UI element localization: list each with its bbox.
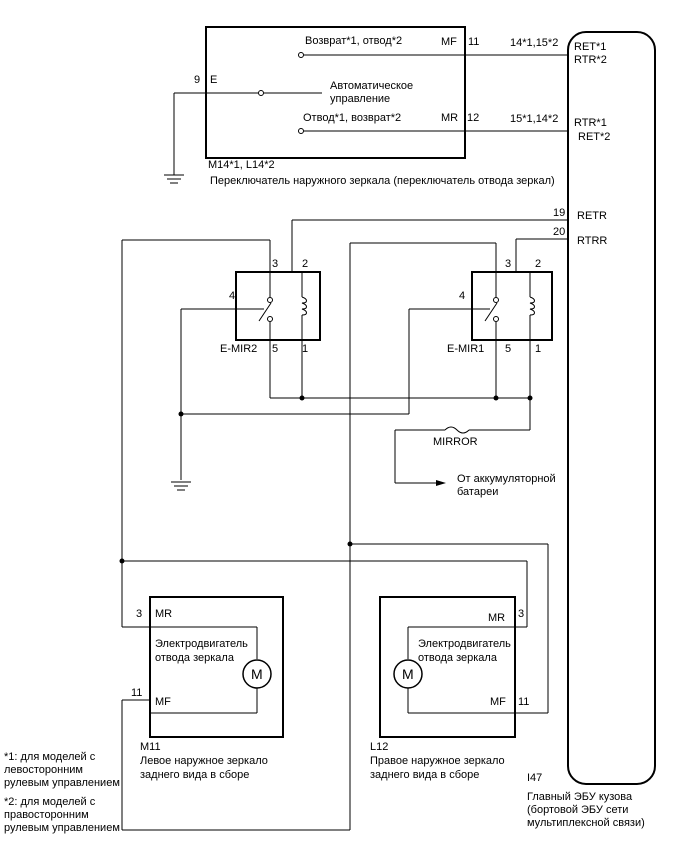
relay-e-mir1-box: [471, 271, 553, 341]
wire-pin-19: 19: [553, 207, 565, 219]
ecu-retr: RETR: [577, 210, 607, 222]
switch-contact-common: [258, 90, 264, 96]
right-mirror-code: L12: [370, 741, 388, 753]
note-1-line-1: *1: для моделей с: [4, 751, 96, 763]
arrow-icon: [436, 480, 446, 486]
relay-e-mir2-box: [235, 271, 321, 341]
ground-symbol-relays: [171, 481, 191, 491]
switch-pin-mr: MR: [441, 112, 458, 124]
junction-dot: [299, 395, 305, 401]
left-motor-label-2: отвода зеркала: [155, 652, 235, 664]
right-mirror-name-2: заднего вида в сборе: [370, 769, 479, 781]
right-pin-11: 11: [518, 696, 529, 708]
wire-bottom-pins: 15*1,14*2: [510, 113, 558, 125]
switch-code: M14*1, L14*2: [208, 159, 275, 171]
fuse-name: MIRROR: [433, 436, 478, 448]
switch-pin-mf: MF: [441, 36, 457, 48]
note-2-line-3: рулевым управлением: [4, 822, 120, 834]
left-mirror-name-2: заднего вида в сборе: [140, 769, 249, 781]
relay-e-mir2: 3 2 4 5 1 E-MIR2: [220, 258, 321, 355]
left-mirror-name-1: Левое наружное зеркало: [140, 755, 268, 767]
wire-pin-20: 20: [553, 226, 565, 238]
ecu-code: I47: [527, 772, 542, 784]
fuse-symbol: [444, 426, 470, 434]
relay-e-mir1: 3 2 4 5 1 E-MIR1: [447, 258, 553, 355]
note-1-line-3: рулевым управлением: [4, 777, 120, 789]
junction-dot: [178, 411, 184, 417]
mirror-switch-block: Возврат*1, отвод*2 MF 11 9 E Автоматичес…: [174, 26, 568, 187]
right-motor-label-2: отвода зеркала: [418, 652, 498, 664]
relay2-pin-1: 1: [302, 343, 308, 355]
ecu-name-3: мультиплексной связи): [527, 817, 645, 829]
switch-pin-12: 12: [467, 112, 479, 124]
junction-dot: [493, 395, 499, 401]
note-2-line-1: *2: для моделей с: [4, 796, 96, 808]
ecu-rtr1: RTR*1: [574, 117, 607, 129]
left-motor-label-1: Электродвигатель: [155, 638, 248, 650]
ecu-rtr2: RTR*2: [574, 54, 607, 66]
relay2-pin-5: 5: [272, 343, 278, 355]
relay1-pin-2: 2: [535, 258, 541, 270]
switch-auto-label-1: Автоматическое: [330, 80, 413, 92]
switch-pin-9: 9: [194, 74, 200, 86]
ground-symbol-switch: [164, 93, 184, 184]
right-pin-mr: MR: [488, 612, 505, 624]
junction-dot: [527, 395, 533, 401]
relay2-pin-3: 3: [272, 258, 278, 270]
right-mirror-name-1: Правое наружное зеркало: [370, 755, 505, 767]
switch-retract-label: Отвод*1, возврат*2: [303, 112, 401, 124]
left-mirror-code: M11: [140, 741, 161, 753]
junction-dot: [347, 541, 353, 547]
left-pin-mf: MF: [155, 696, 171, 708]
wire-top-pins: 14*1,15*2: [510, 37, 558, 49]
switch-pin-11: 11: [468, 36, 479, 48]
ecu-name-1: Главный ЭБУ кузова: [527, 791, 633, 803]
left-pin-11: 11: [131, 687, 142, 699]
ecu-name-2: (бортовой ЭБУ сети: [527, 804, 628, 816]
left-motor-symbol: M: [251, 666, 263, 682]
switch-contact-return: [298, 52, 304, 58]
right-mirror-assembly: MR 3 MF 11 Электродвигатель отвода зерка…: [370, 596, 529, 781]
relay1-pin-1: 1: [535, 343, 541, 355]
right-motor-label-1: Электродвигатель: [418, 638, 511, 650]
relay2-pin-2: 2: [302, 258, 308, 270]
left-pin-mr: MR: [155, 608, 172, 620]
ecu-ret2: RET*2: [578, 131, 610, 143]
switch-pin-e: E: [210, 74, 217, 86]
relay1-pin-5: 5: [505, 343, 511, 355]
junction-dot: [119, 558, 125, 564]
relay2-pin-4: 4: [229, 290, 235, 302]
switch-return-label: Возврат*1, отвод*2: [305, 35, 402, 47]
body-ecu: RET*1 RTR*2 RTR*1 RET*2 RETR RTRR I47 Гл…: [527, 31, 656, 829]
switch-auto-label-2: управление: [330, 93, 390, 105]
switch-name: Переключатель наружного зеркала (переклю…: [210, 175, 555, 187]
ecu-rtrr: RTRR: [577, 235, 607, 247]
switch-contact-retract: [298, 128, 304, 134]
right-pin-3: 3: [518, 608, 524, 620]
right-mirror-box: [379, 596, 516, 738]
right-pin-mf: MF: [490, 696, 506, 708]
footnotes: *1: для моделей с левосторонним рулевым …: [4, 751, 120, 834]
note-1-line-2: левосторонним: [4, 764, 83, 776]
left-mirror-assembly: 3 MR 11 MF Электродвигатель отвода зерка…: [131, 596, 284, 781]
ecu-ret1: RET*1: [574, 41, 606, 53]
left-pin-3: 3: [136, 608, 142, 620]
note-2-line-2: правосторонним: [4, 809, 89, 821]
relay1-name: E-MIR1: [447, 343, 484, 355]
battery-label-2: батареи: [457, 486, 498, 498]
relay1-pin-3: 3: [505, 258, 511, 270]
battery-label-1: От аккумуляторной: [457, 473, 556, 485]
relay2-name: E-MIR2: [220, 343, 257, 355]
left-mirror-box: [149, 596, 284, 738]
ecu-box: [567, 31, 656, 785]
right-motor-symbol: M: [402, 666, 414, 682]
relay1-pin-4: 4: [459, 290, 465, 302]
